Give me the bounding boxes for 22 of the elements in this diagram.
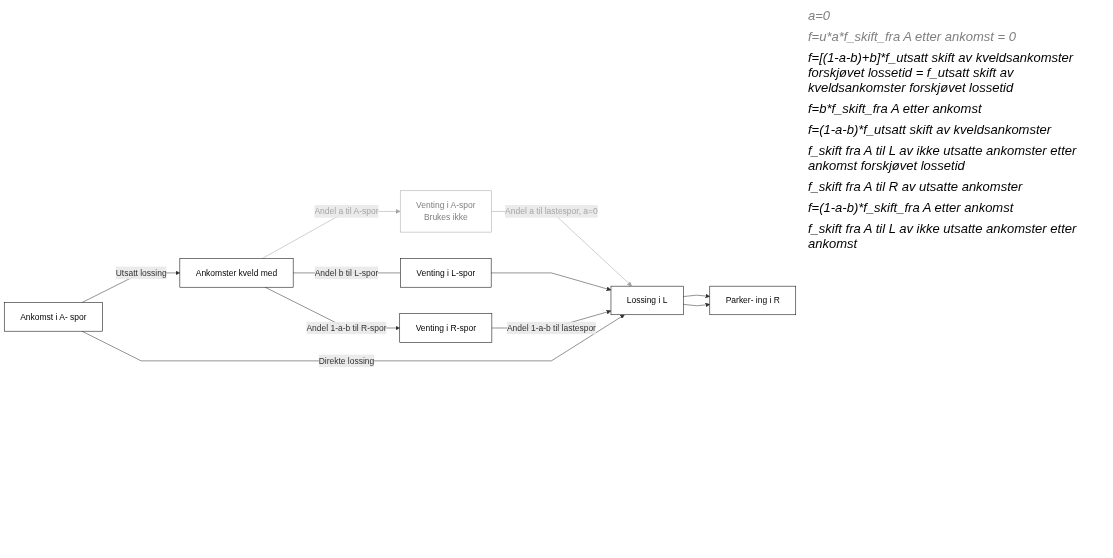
formula-note: f_skift fra A til L av ikke utsatte ankomster etter ankomst forskjøvet lossetid <box>808 143 1078 173</box>
formula-note: f=b*f_skift_fra A etter ankomst <box>808 101 983 116</box>
formula-note: f=[(1-a-b)+b]*f_utsatt skift av kveldsankomster forskjøvet lossetid = f_utsatt skift av kveldsankomster forskjøvet lossetid <box>808 50 1075 95</box>
node-box: Ankomst i A- spor <box>3 302 103 332</box>
formula-note: f_skift fra A til L av ikke utsatte ankomster etter ankomst <box>808 221 1078 251</box>
formula-note: f_skift fra A til R av utsatte ankomster <box>808 179 1024 194</box>
node-box: Parker- ing i R <box>709 285 797 316</box>
edge-label: Direkte lossing <box>318 356 375 366</box>
node-box: Venting i L-spor <box>400 258 492 288</box>
node-box: Venting i A-spor Brukes ikke <box>399 190 492 233</box>
node-box: Venting i R-spor <box>399 313 493 343</box>
edge-label: Andel b til L-spor <box>314 268 379 278</box>
edge-label: Andel 1-a-b til lastespor <box>506 323 596 333</box>
formula-note: f=u*a*f_skift_fra A etter ankomst = 0 <box>808 29 1017 44</box>
formula-note: f=(1-a-b)*f_utsatt skift av kveldsankomster <box>808 122 1053 137</box>
node-box: Lossing i L <box>610 285 684 316</box>
formula-note: a=0 <box>808 8 832 23</box>
node-box: Ankomster kveld med <box>179 258 294 288</box>
edge-label: Utsatt lossing <box>115 268 167 278</box>
edge-label: Andel a til A-spor <box>314 206 379 216</box>
edge-label: Andel 1-a-b til R-spor <box>306 323 387 333</box>
formula-note: f=(1-a-b)*f_skift_fra A etter ankomst <box>808 200 1015 215</box>
